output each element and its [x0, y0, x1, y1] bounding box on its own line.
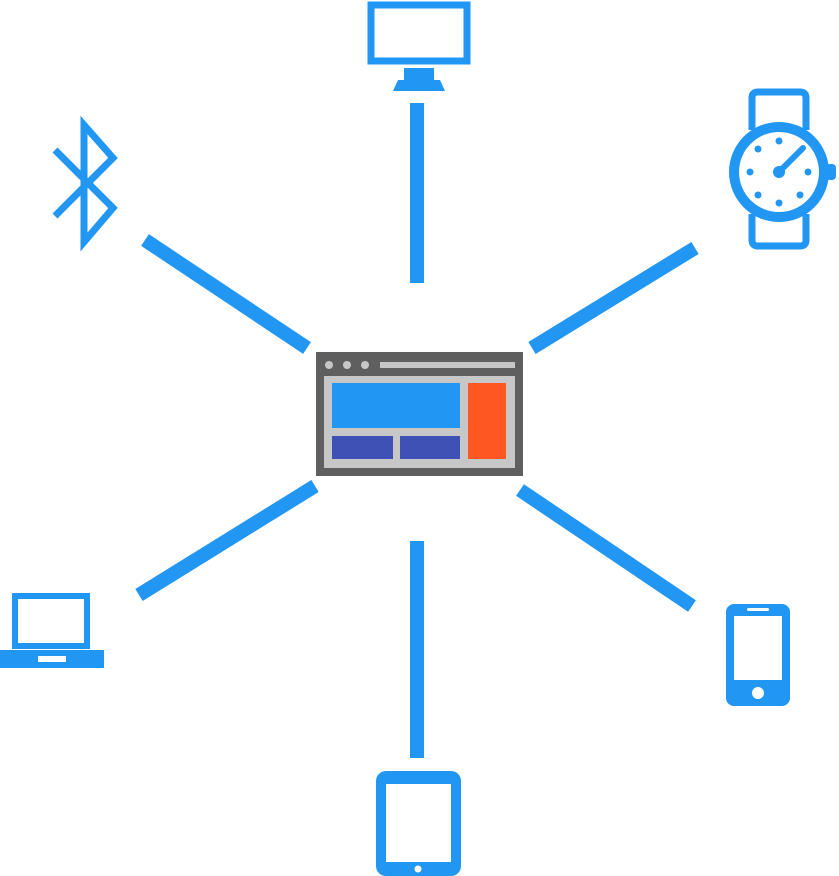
watch-strap-bottom: [748, 214, 810, 250]
connector-phone: [516, 484, 696, 612]
tablet-icon: [376, 771, 461, 876]
connector-laptop: [135, 480, 319, 601]
watch-hour-markers: [746, 137, 812, 207]
watch-crown: [826, 164, 836, 180]
tablet-home-button: [414, 865, 422, 873]
bluetooth-icon: [52, 115, 118, 252]
tablet-screen: [386, 784, 451, 862]
browser-window-icon: [316, 352, 523, 476]
phone-speaker: [747, 608, 769, 611]
smartphone-icon: [726, 604, 790, 706]
smartwatch-icon: [729, 88, 836, 250]
laptop-screen: [12, 593, 90, 649]
monitor-base: [393, 80, 445, 91]
browser-sidebar-panel: [468, 383, 506, 459]
connector-bluetooth: [141, 234, 311, 354]
desktop-monitor-icon: [367, 1, 471, 91]
browser-dot-1: [325, 361, 333, 369]
watch-center: [773, 166, 785, 178]
laptop-touchpad: [38, 656, 66, 662]
connectors: [135, 103, 699, 758]
laptop-icon: [0, 593, 104, 668]
browser-dot-2: [343, 361, 351, 369]
bluetooth-rune: [52, 115, 118, 252]
browser-address-bar: [380, 362, 515, 368]
monitor-screen: [367, 1, 471, 65]
monitor-neck: [404, 68, 434, 80]
connector-watch: [528, 242, 699, 354]
browser-hero-panel: [332, 383, 460, 428]
watch-strap-top: [748, 88, 810, 130]
phone-screen: [734, 616, 782, 680]
browser-card-left: [332, 436, 393, 459]
browser-dot-3: [361, 361, 369, 369]
browser-card-right: [400, 436, 460, 459]
phone-home-button: [752, 687, 764, 699]
